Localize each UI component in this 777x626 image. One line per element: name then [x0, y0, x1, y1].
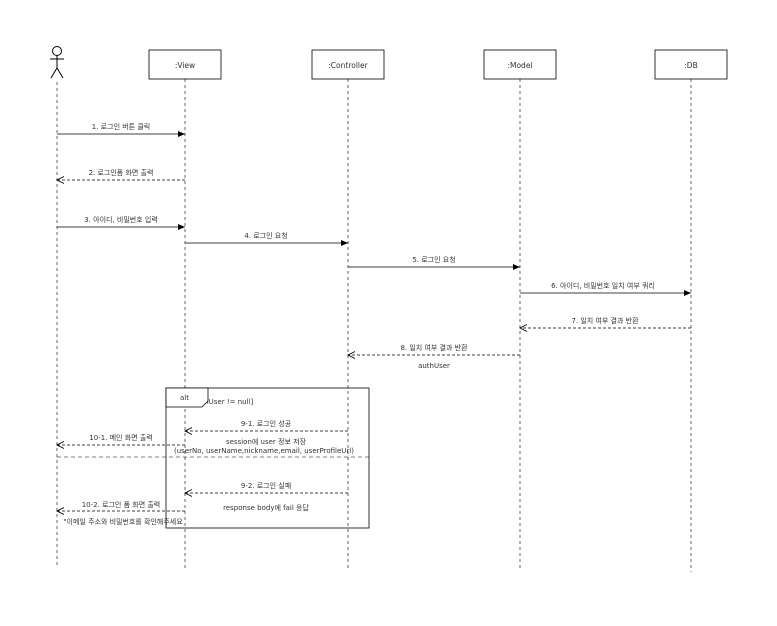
participant-model: :Model	[483, 49, 557, 80]
message-label: 10-2. 로그인 폼 화면 출력	[82, 500, 161, 509]
message-label: 10-1. 메인 화면 출력	[89, 433, 152, 442]
message-8: 8. 일치 여부 결과 반환	[348, 343, 520, 355]
session-note-line2: (userNo, userName,nickname,email, userPr…	[174, 447, 354, 455]
message-9-2: 9-2. 로그인 실패	[185, 481, 348, 493]
auth-user-note: authUser	[418, 362, 450, 370]
participant-label: :Controller	[328, 61, 368, 70]
participant-controller: :Controller	[311, 49, 385, 80]
message-label: 7. 일치 여부 결과 반환	[571, 316, 639, 325]
message-label: 6. 아이디, 비밀번호 일치 여부 쿼리	[551, 281, 655, 290]
message-label: 4. 로그인 요청	[244, 231, 287, 240]
alt-fragment: [authUser != null] alt	[57, 387, 370, 529]
alert-note: "이메일 주소와 비밀번호를 확인해주세요	[63, 517, 183, 526]
message-10-2: 10-2. 로그인 폼 화면 출력	[57, 500, 185, 511]
message-3: 3. 아이디, 비밀번호 입력	[57, 215, 185, 230]
actor-icon	[50, 46, 64, 79]
session-note-line1: session에 user 정보 저장	[226, 437, 307, 446]
alt-guard: [authUser != null]	[190, 398, 253, 406]
message-label: 2. 로그인폼 화면 출력	[89, 168, 154, 177]
message-label: 5. 로그인 요청	[412, 255, 455, 264]
participant-db: :DB	[654, 49, 728, 80]
alt-tag: alt	[180, 394, 189, 402]
alt-tag-box	[165, 387, 209, 408]
message-label: 8. 일치 여부 결과 반환	[400, 343, 468, 352]
participant-label: :Model	[507, 61, 532, 70]
message-label: 1. 로그인 버튼 클릭	[92, 122, 150, 131]
lifelines	[56, 79, 692, 572]
message-10-1: 10-1. 메인 화면 출력	[57, 433, 185, 445]
participant-label: :DB	[684, 61, 697, 70]
message-4: 4. 로그인 요청	[185, 231, 348, 246]
message-2: 2. 로그인폼 화면 출력	[57, 168, 185, 180]
message-label: 9-2. 로그인 실패	[241, 481, 291, 490]
message-7: 7. 일치 여부 결과 반환	[520, 316, 691, 328]
response-fail-note: response body에 fail 응답	[223, 503, 309, 512]
message-label: 3. 아이디, 비밀번호 입력	[84, 215, 158, 224]
participant-view: :View	[148, 49, 222, 80]
message-5: 5. 로그인 요청	[348, 255, 520, 270]
message-6: 6. 아이디, 비밀번호 일치 여부 쿼리	[520, 281, 691, 296]
message-1: 1. 로그인 버튼 클릭	[57, 122, 185, 137]
message-9-1: 9-1. 로그인 성공	[185, 419, 348, 431]
message-label: 9-1. 로그인 성공	[241, 419, 292, 428]
participant-label: :View	[175, 61, 195, 70]
